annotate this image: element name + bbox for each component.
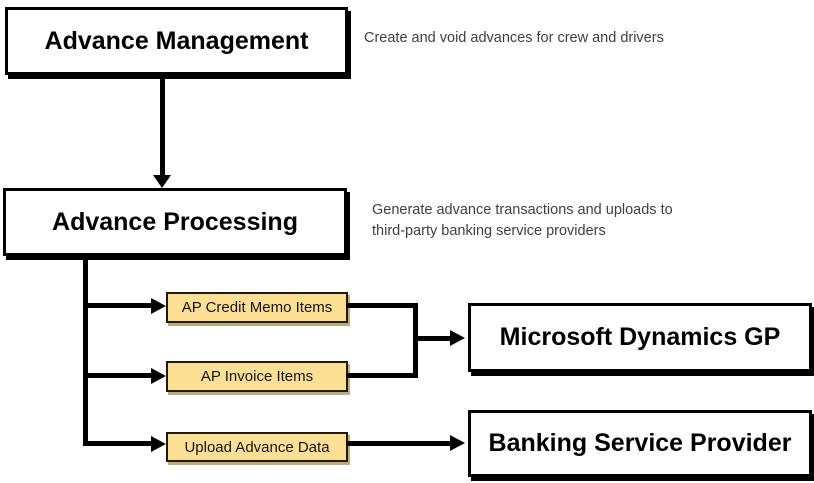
node-advance-management-label: Advance Management (44, 26, 309, 55)
connector-branch-invoice (86, 373, 153, 378)
arrowhead-dynamics-gp (450, 330, 465, 346)
node-ap-credit-memo-items-label: AP Credit Memo Items (181, 299, 333, 316)
node-microsoft-dynamics-gp-label: Microsoft Dynamics GP (499, 323, 781, 351)
connector-processing-trunk (83, 254, 88, 446)
connector-credit-memo-out (346, 303, 417, 308)
advance-processing-description: Generate advance transactions and upload… (372, 202, 673, 240)
node-upload-advance-data-label: Upload Advance Data (184, 438, 330, 456)
node-advance-management: Advance Management (5, 7, 348, 75)
node-ap-invoice-items-label: AP Invoice Items (200, 368, 314, 385)
connector-invoice-out (346, 373, 417, 378)
node-upload-advance-data: Upload Advance Data (166, 432, 348, 462)
arrowhead-down-processing (153, 175, 171, 188)
arrowhead-upload (151, 436, 166, 452)
connector-management-to-processing (160, 75, 165, 176)
node-banking-service-provider: Banking Service Provider (468, 410, 812, 477)
node-banking-service-provider-label: Banking Service Provider (488, 429, 792, 457)
arrowhead-invoice (151, 368, 166, 384)
node-advance-processing: Advance Processing (3, 188, 347, 256)
advance-management-description: Create and void advances for crew and dr… (364, 30, 664, 46)
connector-branch-credit-memo (86, 303, 153, 308)
node-ap-credit-memo-items: AP Credit Memo Items (166, 292, 348, 323)
node-advance-processing-label: Advance Processing (52, 207, 298, 236)
node-microsoft-dynamics-gp: Microsoft Dynamics GP (468, 303, 812, 372)
connector-branch-upload (86, 441, 153, 446)
connector-to-dynamics-gp (415, 336, 452, 341)
arrowhead-credit-memo (151, 298, 166, 314)
connector-to-banking-provider (346, 441, 452, 446)
node-ap-invoice-items: AP Invoice Items (166, 361, 348, 392)
arrowhead-banking-provider (450, 435, 465, 451)
